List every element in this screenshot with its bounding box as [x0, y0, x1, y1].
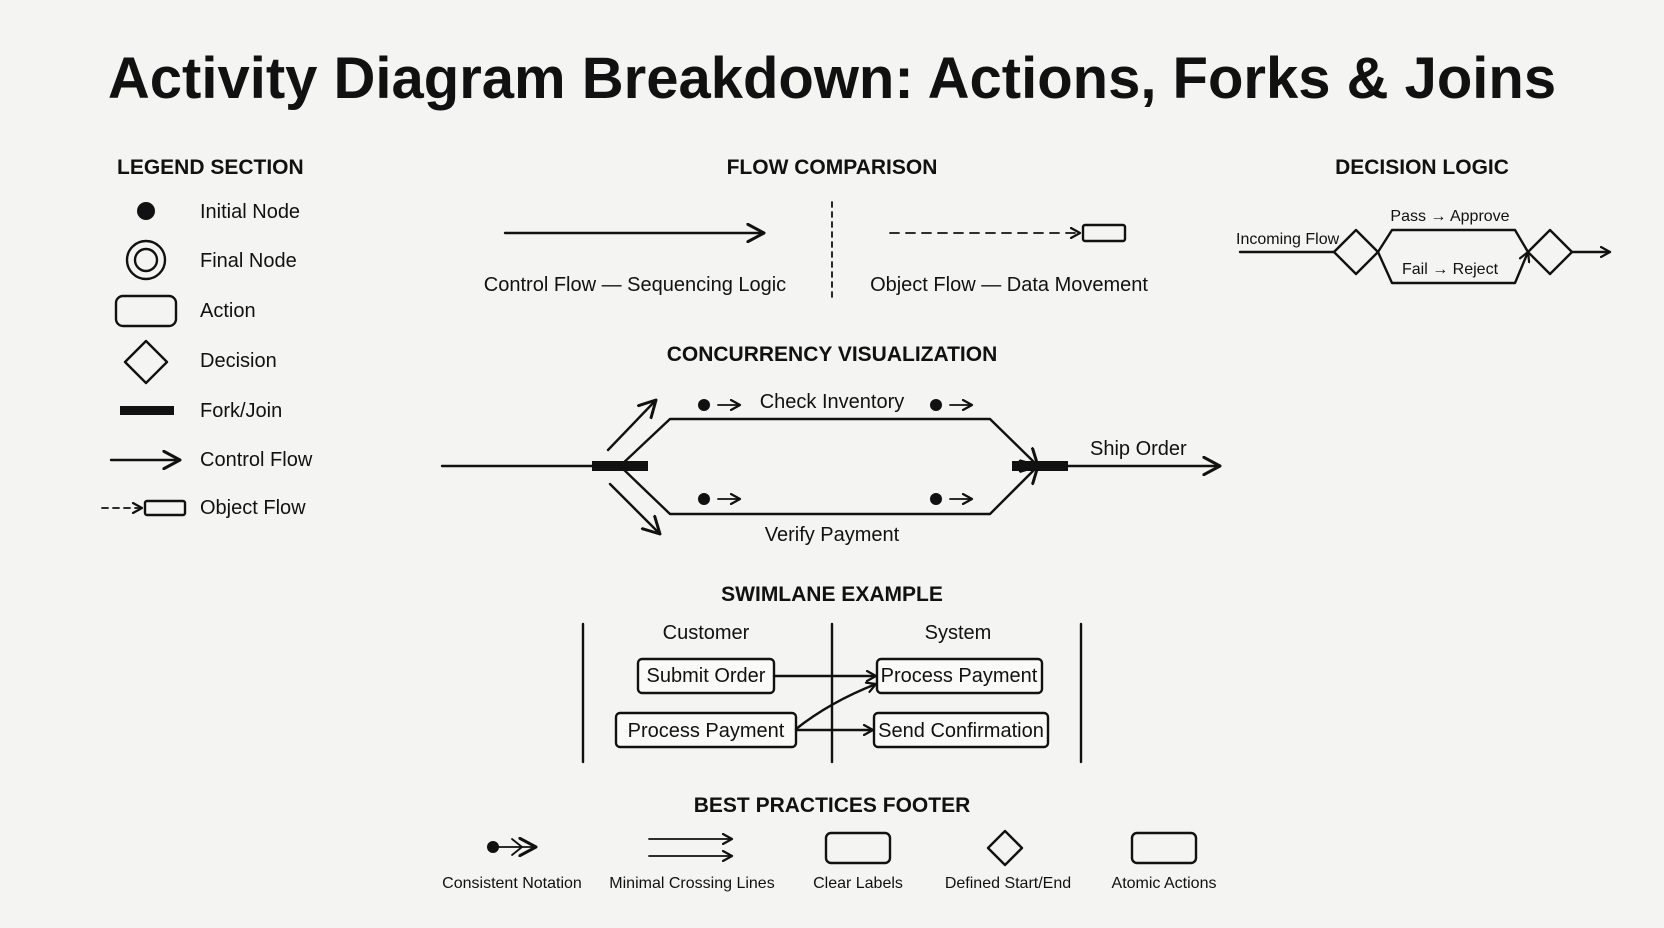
check-inventory-label: Check Inventory: [760, 391, 905, 413]
rounded-box-icon: [824, 831, 892, 865]
legend-label-decision: Decision: [200, 350, 277, 372]
legend-label-initial-node: Initial Node: [200, 201, 300, 223]
fork-lower-arrow: [608, 482, 660, 534]
swimlane-section: SWIMLANE EXAMPLE Customer System Submit …: [581, 583, 1083, 764]
merge-diamond-icon: [1526, 228, 1574, 276]
swimlane-arrow-payment-to-process: [794, 684, 878, 731]
decision-logic-heading: DECISION LOGIC: [1335, 156, 1509, 179]
legend-section: LEGEND SECTION Initial Node Final Node A…: [101, 156, 313, 519]
action-label: Submit Order: [647, 665, 766, 687]
legend-label-final-node: Final Node: [200, 250, 297, 272]
lane-header-customer: Customer: [663, 622, 750, 644]
practice-label-atomic-actions: Atomic Actions: [1112, 875, 1217, 892]
fork-upper-arrow: [606, 400, 656, 452]
practice-label-consistent-notation: Consistent Notation: [442, 875, 582, 892]
incoming-flow-label: Incoming Flow: [1236, 231, 1340, 248]
bottom-branch-path: [618, 466, 1038, 516]
fail-label: Fail → Reject: [1402, 261, 1499, 278]
practice-label-minimal-crossing-lines: Minimal Crossing Lines: [609, 875, 774, 892]
diamond-icon: [986, 829, 1024, 867]
action-label: Process Payment: [628, 720, 785, 742]
join-bar: [1012, 461, 1068, 471]
best-practices-heading: BEST PRACTICES FOOTER: [694, 794, 971, 817]
customer-action-submit-order: Submit Order: [636, 657, 776, 695]
final-node-icon: [125, 239, 167, 281]
system-action-send-confirmation: Send Confirmation: [872, 711, 1050, 749]
fork-join-icon: [120, 406, 174, 415]
practice-label-defined-start-end: Defined Start/End: [945, 875, 1071, 892]
pass-label: Pass → Approve: [1390, 208, 1509, 225]
fail-branch: [1376, 250, 1528, 285]
swimlane-heading: SWIMLANE EXAMPLE: [721, 583, 943, 606]
top-branch-end-icon: [930, 399, 972, 411]
practice-label-clear-labels: Clear Labels: [813, 875, 903, 892]
legend-label-control-flow: Control Flow: [200, 449, 313, 471]
flow-comparison-section: FLOW COMPARISON Control Flow — Sequencin…: [484, 156, 1148, 301]
legend-heading: LEGEND SECTION: [117, 156, 304, 179]
object-flow-icon: [101, 499, 187, 517]
flow-comparison-heading: FLOW COMPARISON: [727, 156, 938, 179]
concurrency-heading: CONCURRENCY VISUALIZATION: [667, 343, 998, 366]
top-branch-path: [618, 417, 1038, 466]
legend-label-fork-join: Fork/Join: [200, 400, 282, 422]
best-practices-section: BEST PRACTICES FOOTER Consistent Notatio…: [442, 794, 1216, 892]
dot-arrow-icon: [487, 839, 536, 855]
ship-order-label: Ship Order: [1090, 438, 1187, 460]
decision-icon: [123, 339, 169, 385]
object-flow-arrow-icon: [889, 223, 1127, 243]
bottom-branch-start-icon: [698, 493, 740, 505]
bottom-branch-end-icon: [930, 493, 972, 505]
pass-branch: [1376, 228, 1530, 254]
decision-logic-section: DECISION LOGIC Incoming Flow Pass → Appr…: [1236, 156, 1612, 285]
control-flow-label: Control Flow — Sequencing Logic: [484, 274, 786, 296]
action-label: Send Confirmation: [878, 720, 1044, 742]
concurrency-section: CONCURRENCY VISUALIZATION Check Inventor…: [440, 343, 1220, 546]
decision-diamond-icon: [1332, 228, 1380, 276]
initial-node-icon: [137, 202, 155, 220]
action-label: Process Payment: [881, 665, 1038, 687]
action-icon: [114, 294, 178, 328]
lane-header-system: System: [925, 622, 992, 644]
parallel-arrows-icon: [648, 839, 732, 856]
system-action-process-payment: Process Payment: [875, 657, 1044, 695]
top-branch-start-icon: [698, 399, 740, 411]
customer-action-process-payment: Process Payment: [614, 711, 798, 749]
rounded-box-icon: [1130, 831, 1198, 865]
legend-label-object-flow: Object Flow: [200, 497, 306, 519]
legend-label-action: Action: [200, 300, 256, 322]
verify-payment-label: Verify Payment: [765, 524, 900, 546]
page-title: Activity Diagram Breakdown: Actions, For…: [108, 46, 1556, 111]
object-flow-label: Object Flow — Data Movement: [870, 274, 1148, 296]
